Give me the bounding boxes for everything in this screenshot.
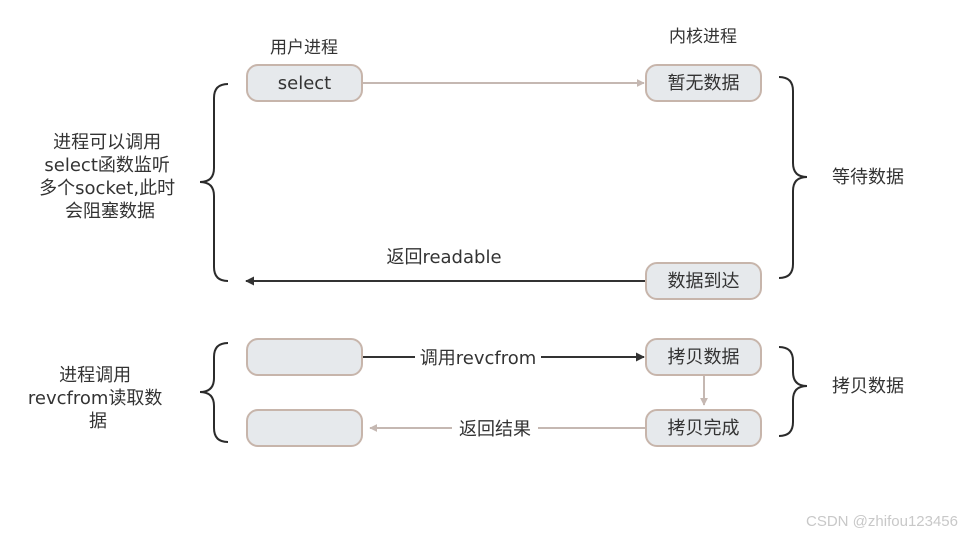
kernel-process-label: 内核进程 bbox=[669, 27, 737, 47]
node-no-data: 暂无数据 bbox=[645, 64, 762, 102]
annotation-left-bottom-line-3: 据 bbox=[89, 411, 107, 432]
annotation-left-top-line-3: 多个socket,此时 bbox=[39, 178, 175, 199]
annotation-right-top: 等待数据 bbox=[832, 167, 904, 188]
node-select-label: select bbox=[278, 73, 331, 94]
brace-left-top bbox=[199, 83, 229, 282]
brace-right-top bbox=[778, 76, 808, 279]
edge-return-readable-label: 返回readable bbox=[386, 247, 501, 268]
annotation-left-bottom-line-1: 进程调用 bbox=[59, 365, 131, 386]
node-user-recvfrom bbox=[246, 338, 363, 376]
annotation-left-bottom: 进程调用 revcfrom读取数 据 bbox=[28, 365, 168, 432]
node-copy-done-label: 拷贝完成 bbox=[668, 418, 740, 439]
node-copy-done: 拷贝完成 bbox=[645, 409, 762, 447]
annotation-left-bottom-line-2: revcfrom读取数 bbox=[28, 388, 163, 409]
edge-return-result-label: 返回结果 bbox=[459, 419, 531, 440]
node-copy-data-label: 拷贝数据 bbox=[668, 347, 740, 368]
annotation-left-top-line-1: 进程可以调用 bbox=[53, 132, 161, 153]
brace-left-bottom bbox=[199, 342, 229, 443]
node-copy-data: 拷贝数据 bbox=[645, 338, 762, 376]
edge-return-readable: 返回readable bbox=[245, 247, 646, 286]
node-select: select bbox=[246, 64, 363, 102]
edge-return-result: 返回结果 bbox=[369, 416, 646, 440]
user-process-label: 用户进程 bbox=[270, 38, 338, 58]
node-user-result bbox=[246, 409, 363, 447]
brace-right-bottom bbox=[778, 346, 808, 437]
node-data-arrived-label: 数据到达 bbox=[668, 271, 740, 292]
node-data-arrived: 数据到达 bbox=[645, 262, 762, 300]
edge-call-recvfrom: 调用revcfrom bbox=[362, 345, 645, 369]
annotation-left-top-line-4: 会阻塞数据 bbox=[65, 201, 155, 222]
annotation-right-bottom: 拷贝数据 bbox=[832, 376, 904, 397]
edge-call-recvfrom-label: 调用revcfrom bbox=[420, 348, 537, 369]
watermark: CSDN @zhifou123456 bbox=[806, 513, 958, 530]
annotation-left-top-line-2: select函数监听 bbox=[44, 155, 169, 176]
node-no-data-label: 暂无数据 bbox=[668, 73, 740, 94]
annotation-left-top: 进程可以调用 select函数监听 多个socket,此时 会阻塞数据 bbox=[39, 132, 181, 222]
